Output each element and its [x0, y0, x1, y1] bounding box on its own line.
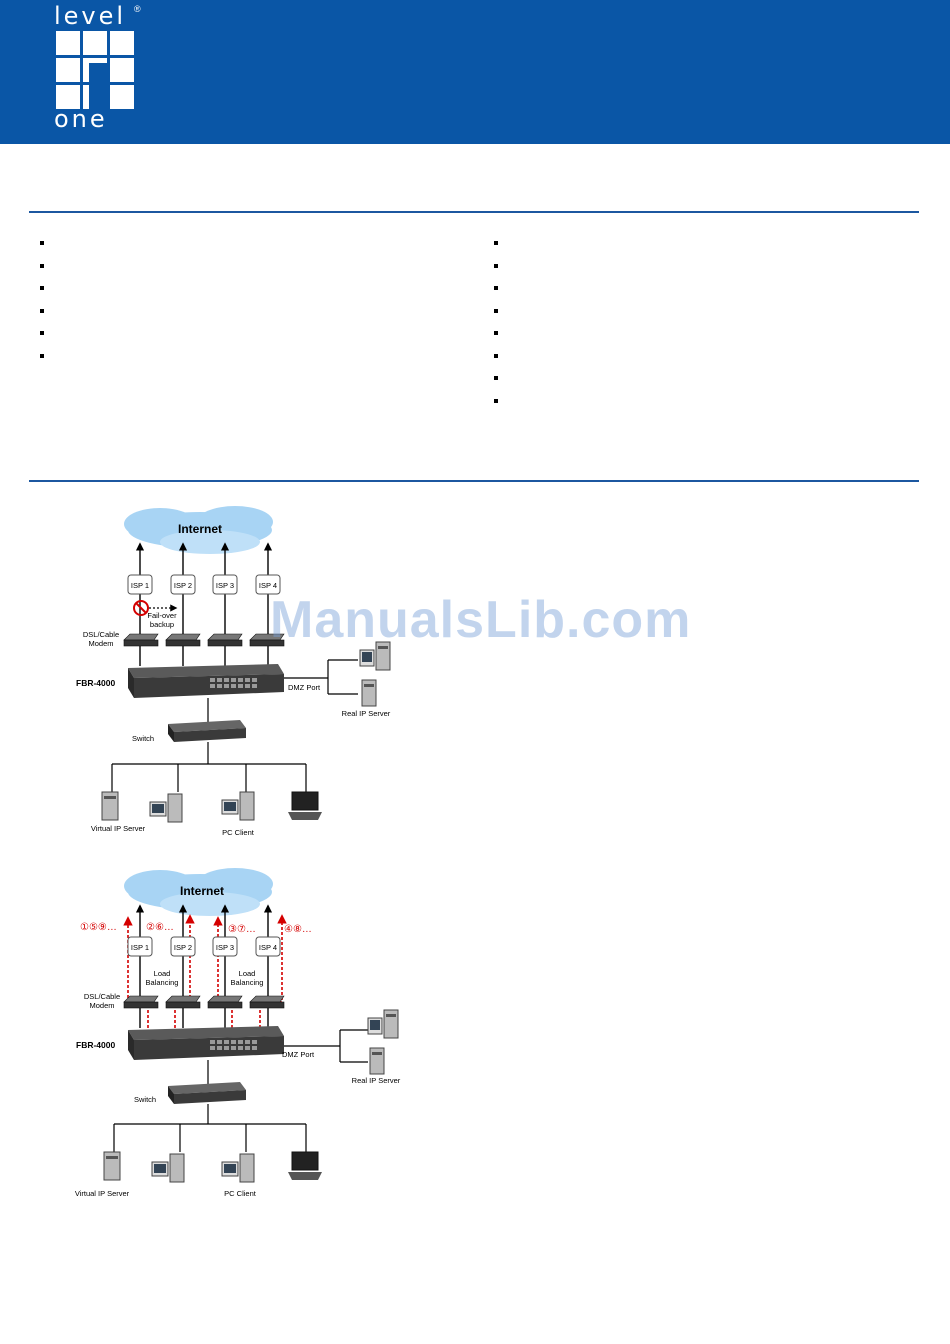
modem-icon — [123, 995, 285, 1009]
feature-item — [494, 300, 914, 323]
feature-item — [494, 232, 914, 255]
isp-box: ISP 4 — [255, 574, 281, 595]
server-icon — [101, 791, 119, 821]
load-balancing-diagram-svg: Internet ①⑤⑨… ②⑥… ③⑦… ④⑧… ISP 1 ISP 2 — [75, 868, 401, 1198]
sequence-label: ①⑤⑨… — [80, 922, 117, 933]
isp-box: ISP 2 — [170, 936, 196, 957]
logo-word-top: level — [54, 2, 127, 30]
logo-word-bottom: one — [54, 105, 108, 133]
section-rule-features — [29, 211, 919, 213]
feature-item — [40, 300, 460, 323]
switch-icon — [168, 720, 246, 742]
feature-item — [40, 345, 460, 368]
pc-icon — [149, 793, 183, 823]
router-label: FBR-4000 — [76, 678, 115, 688]
virtual-ip-server-label: Virtual IP Server — [75, 1189, 130, 1198]
isp-box: ISP 1 — [127, 574, 153, 595]
modem-label-line1: DSL/Cable — [84, 992, 120, 1001]
sequence-label: ③⑦… — [228, 924, 256, 935]
feature-list-left — [40, 232, 460, 367]
isp-label: ISP 1 — [131, 581, 149, 590]
pc-icon — [221, 1153, 255, 1183]
section-rule-application — [29, 480, 919, 482]
server-icon — [369, 1047, 385, 1075]
header-banner: level ® one — [0, 0, 950, 144]
internet-label: Internet — [180, 884, 224, 898]
logo-registered-mark: ® — [134, 4, 141, 14]
isp-label: ISP 3 — [216, 943, 234, 952]
feature-item — [494, 255, 914, 278]
isp-box: ISP 3 — [212, 574, 238, 595]
laptop-icon — [288, 1151, 322, 1180]
modem-label-line2: Modem — [88, 639, 113, 648]
internet-cloud-icon — [124, 868, 273, 916]
load-balancing-diagram: Internet ①⑤⑨… ②⑥… ③⑦… ④⑧… ISP 1 ISP 2 — [60, 862, 420, 1212]
isp-label: ISP 2 — [174, 943, 192, 952]
modem-label-line1: DSL/Cable — [83, 630, 119, 639]
modem-label-line2: Modem — [89, 1001, 114, 1010]
router-icon — [128, 664, 284, 698]
watermark: ManualsLib.com — [270, 591, 692, 649]
switch-label: Switch — [132, 734, 154, 743]
failover-label-line2: backup — [150, 620, 174, 629]
server-icon — [361, 679, 377, 707]
levelone-logo: level ® one — [52, 2, 144, 133]
internet-label: Internet — [178, 522, 222, 536]
laptop-icon — [288, 791, 322, 820]
sequence-label: ②⑥… — [146, 922, 174, 933]
router-icon — [128, 1026, 284, 1060]
feature-item — [494, 345, 914, 368]
switch-icon — [168, 1082, 246, 1104]
isp-label: ISP 1 — [131, 943, 149, 952]
switch-label: Switch — [134, 1095, 156, 1104]
prohibited-icon — [133, 600, 149, 616]
isp-box: ISP 1 — [127, 936, 153, 957]
server-icon — [359, 641, 391, 671]
dmz-label: DMZ Port — [282, 1050, 315, 1059]
logo-grid-icon — [56, 31, 134, 109]
feature-item — [40, 255, 460, 278]
pc-client-label: PC Client — [222, 828, 255, 837]
failover-diagram-svg: Internet ISP 1 ISP 2 ISP 3 ISP 4 Fail-ov… — [76, 506, 391, 837]
isp-label: ISP 2 — [174, 581, 192, 590]
real-ip-server-label: Real IP Server — [352, 1076, 401, 1085]
router-label: FBR-4000 — [76, 1040, 115, 1050]
isp-label: ISP 4 — [259, 943, 277, 952]
isp-box: ISP 3 — [212, 936, 238, 957]
isp-label: ISP 3 — [216, 581, 234, 590]
feature-item — [494, 367, 914, 390]
feature-item — [40, 277, 460, 300]
load-balancing-label-line1: Load — [239, 969, 256, 978]
pc-icon — [151, 1153, 185, 1183]
feature-item — [40, 232, 460, 255]
feature-item — [494, 277, 914, 300]
server-icon — [103, 1151, 121, 1181]
isp-box: ISP 2 — [170, 574, 196, 595]
feature-item — [494, 390, 914, 413]
pc-client-label: PC Client — [224, 1189, 257, 1198]
server-icon — [367, 1009, 399, 1039]
internet-cloud-icon — [124, 506, 273, 554]
virtual-ip-server-label: Virtual IP Server — [91, 824, 146, 833]
load-balancing-label-line1: Load — [154, 969, 171, 978]
failover-diagram: Internet ISP 1 ISP 2 ISP 3 ISP 4 Fail-ov… — [60, 500, 420, 850]
modem-icon — [123, 633, 285, 647]
isp-label: ISP 4 — [259, 581, 277, 590]
feature-item — [494, 322, 914, 345]
load-balancing-label-line2: Balancing — [231, 978, 264, 987]
failover-label-line1: Fail-over — [147, 611, 177, 620]
pc-icon — [221, 791, 255, 821]
real-ip-server-label: Real IP Server — [342, 709, 391, 718]
dmz-label: DMZ Port — [288, 683, 321, 692]
feature-item — [40, 322, 460, 345]
isp-box: ISP 4 — [255, 936, 281, 957]
sequence-label: ④⑧… — [284, 924, 312, 935]
feature-list-right — [494, 232, 914, 412]
load-balancing-label-line2: Balancing — [146, 978, 179, 987]
